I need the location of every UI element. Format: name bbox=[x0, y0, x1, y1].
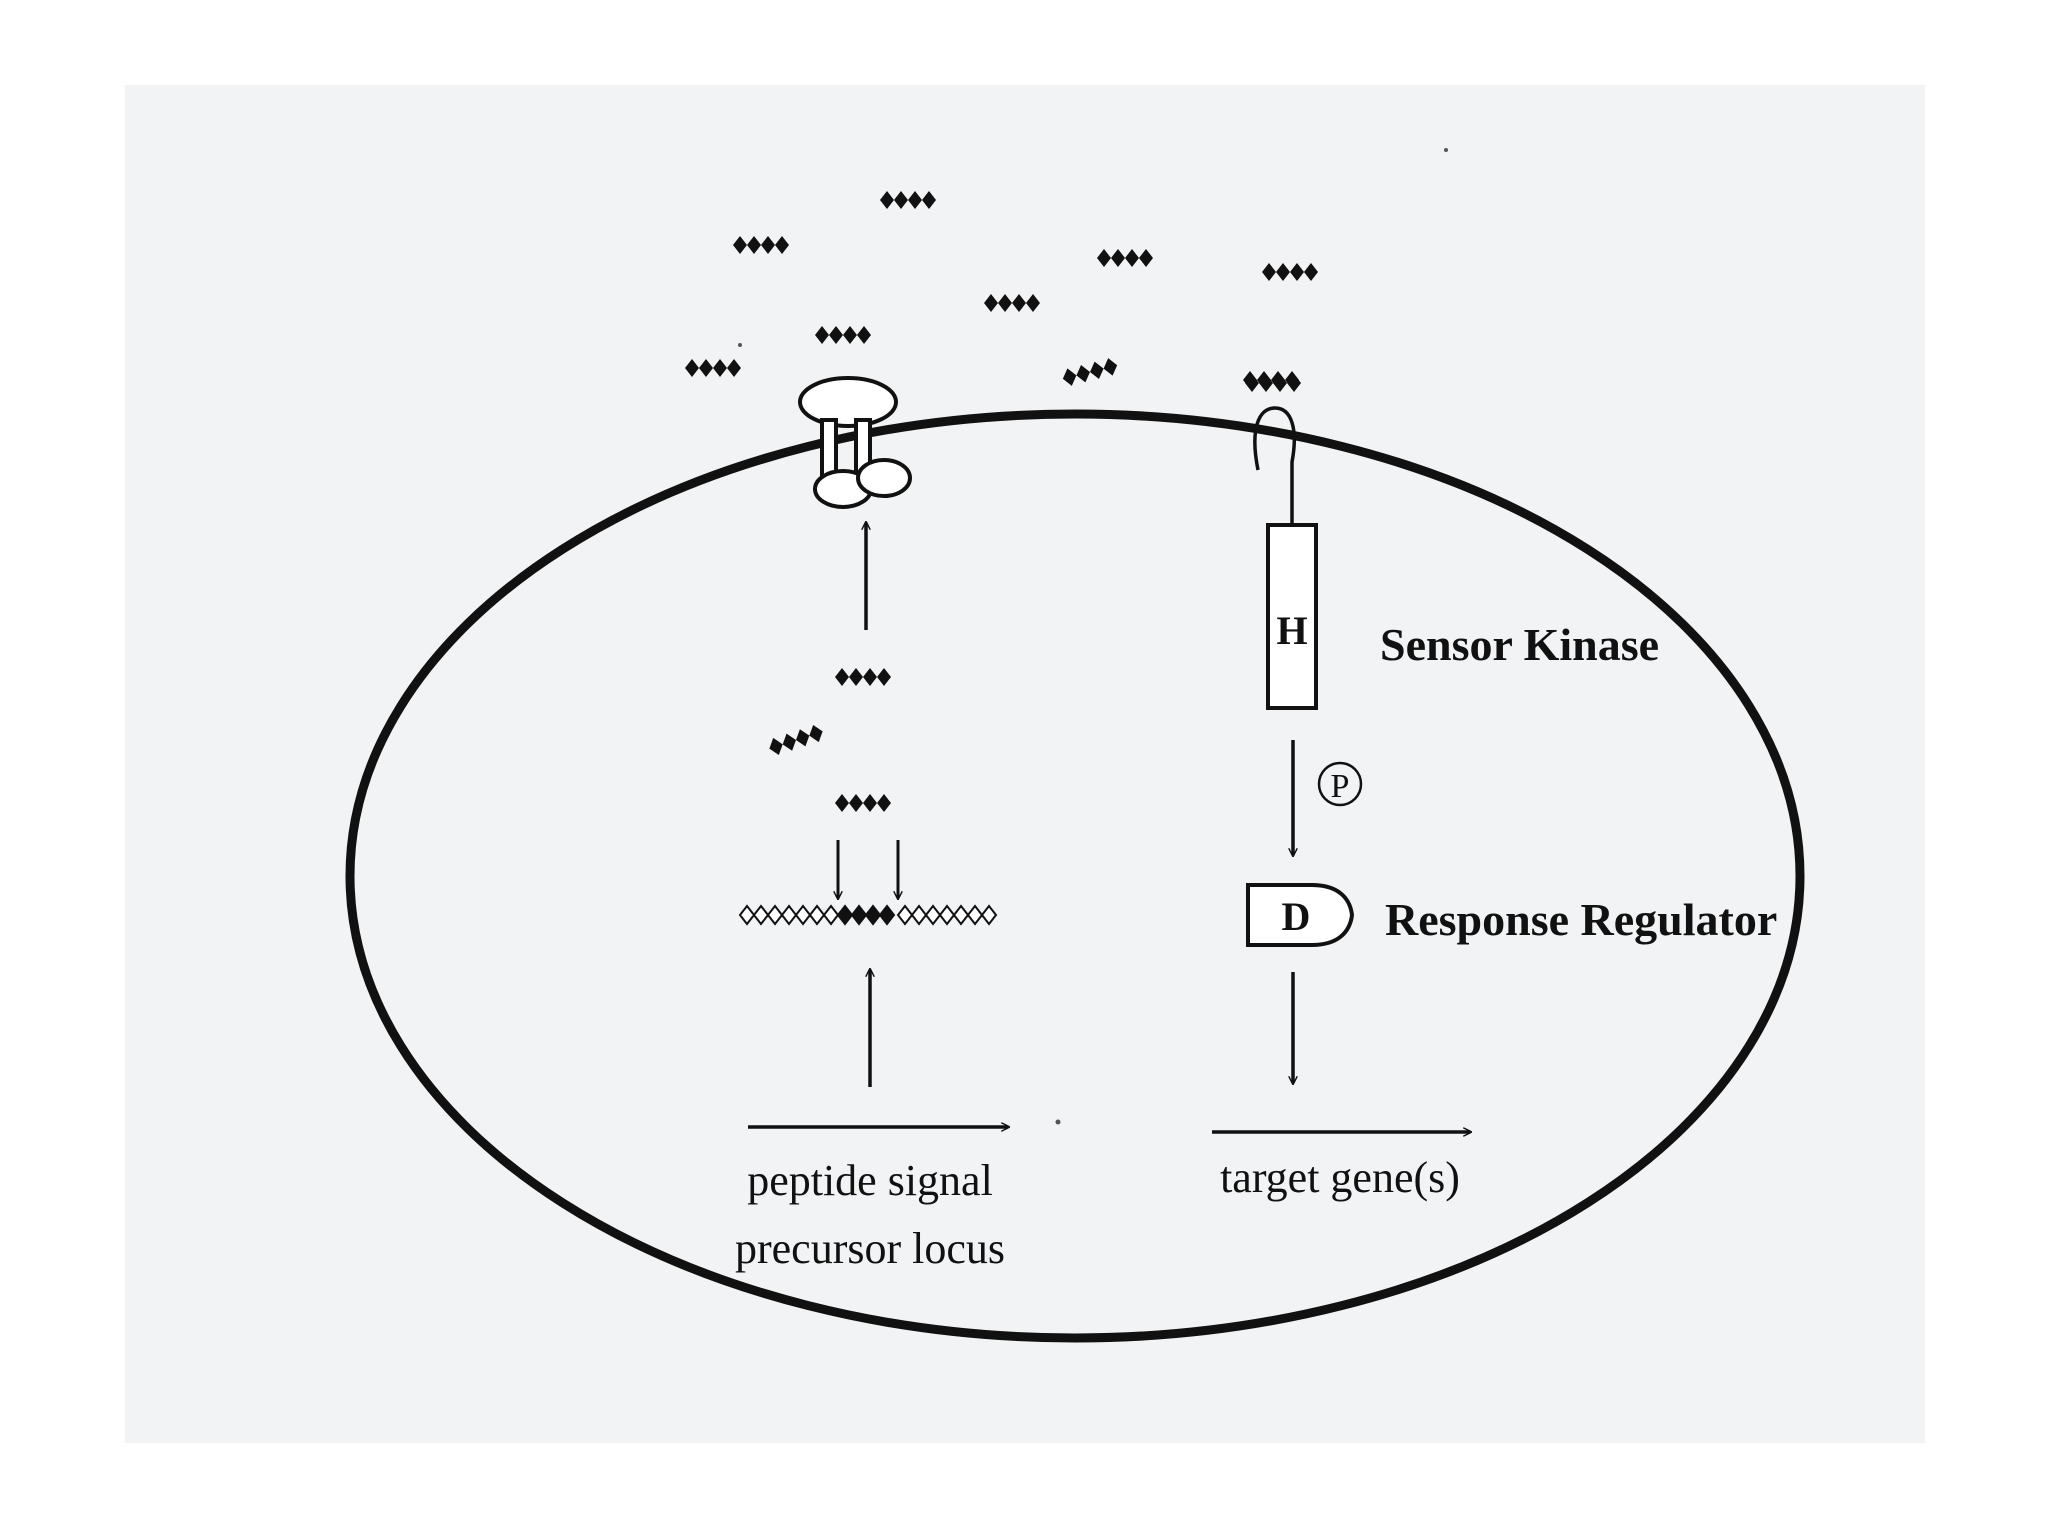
precursor-peptide bbox=[738, 904, 998, 926]
peptide-label-line1: peptide signal bbox=[747, 1156, 993, 1205]
sensor-kinase-label: Sensor Kinase bbox=[1380, 619, 1659, 670]
sensor-kinase-loop bbox=[1253, 406, 1296, 525]
abc-transporter bbox=[798, 376, 912, 509]
aspartate-label: D bbox=[1282, 894, 1311, 939]
paper-speck bbox=[1055, 1119, 1061, 1125]
sensor-kinase-domain bbox=[1266, 523, 1318, 710]
phosphate-icon bbox=[1317, 761, 1363, 807]
response-regulator-shape bbox=[1246, 883, 1355, 947]
paper-speck bbox=[738, 343, 742, 347]
peptide-label-line2: precursor locus bbox=[735, 1224, 1005, 1273]
target-genes-label: target gene(s) bbox=[1220, 1153, 1460, 1202]
histidine-label: H bbox=[1276, 608, 1307, 653]
phosphate-label: P bbox=[1331, 768, 1350, 805]
paper-background bbox=[125, 85, 1925, 1443]
response-regulator-label: Response Regulator bbox=[1385, 894, 1777, 945]
cell-membrane bbox=[345, 409, 1805, 1343]
paper-speck bbox=[1444, 148, 1448, 152]
